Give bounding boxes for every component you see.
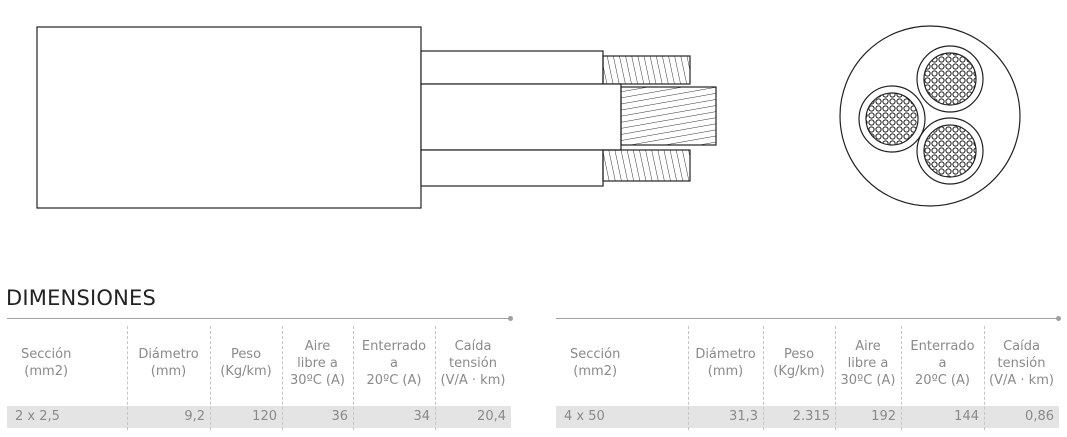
header-line: 30ºC (A) bbox=[840, 372, 896, 388]
column-separator bbox=[763, 326, 764, 430]
cell-diameter: 9,2 bbox=[184, 409, 205, 424]
header-line: Caída bbox=[454, 338, 492, 354]
header-line: (mm) bbox=[707, 364, 744, 379]
header-line: (Kg/km) bbox=[773, 364, 825, 379]
table-rule-dot bbox=[508, 316, 513, 321]
header-line: Sección bbox=[570, 347, 621, 362]
column-separator bbox=[353, 326, 354, 430]
column-separator bbox=[282, 326, 283, 430]
cell-buried: 144 bbox=[954, 409, 979, 424]
header-line: libre a bbox=[297, 355, 338, 371]
column-separator bbox=[984, 326, 985, 430]
table-row: 4 x 50 31,3 2.315 192 144 0,86 bbox=[556, 406, 1059, 428]
header-line: a bbox=[390, 355, 398, 371]
header-line: (V/A · km) bbox=[440, 372, 506, 388]
header-line: (Kg/km) bbox=[220, 364, 272, 379]
header-line: Peso bbox=[783, 347, 815, 362]
header-line: (mm) bbox=[150, 364, 187, 379]
cell-voltage-drop: 0,86 bbox=[1025, 409, 1054, 424]
cell-section: 4 x 50 bbox=[564, 409, 605, 424]
cell-air: 192 bbox=[871, 409, 896, 424]
header-line: Peso bbox=[230, 347, 262, 362]
cell-diameter: 31,3 bbox=[729, 409, 758, 424]
cable-illustration bbox=[36, 25, 1021, 209]
header-line: Enterrado bbox=[361, 338, 427, 354]
column-separator bbox=[901, 326, 902, 430]
header-line: tensión bbox=[449, 355, 497, 371]
column-separator bbox=[688, 326, 689, 430]
section-title: DIMENSIONES bbox=[6, 286, 157, 310]
column-separator bbox=[127, 326, 128, 430]
cell-weight: 120 bbox=[252, 409, 277, 424]
column-separator bbox=[210, 326, 211, 430]
header-line: a bbox=[938, 355, 947, 371]
header-line: Diámetro bbox=[138, 347, 199, 362]
header-line: 20ºC (A) bbox=[366, 372, 422, 388]
column-separator bbox=[835, 326, 836, 430]
header-line: libre a bbox=[847, 355, 889, 371]
cell-section: 2 x 2,5 bbox=[15, 409, 60, 424]
header-diameter: Diámetro (mm) bbox=[688, 324, 763, 402]
header-line: Enterrado bbox=[910, 338, 975, 354]
header-text: Diámetro (mm) bbox=[138, 346, 198, 380]
cable-cross-section-icon bbox=[839, 25, 1021, 207]
table-top-rule bbox=[556, 318, 1059, 319]
header-section: Sección (mm2) bbox=[21, 324, 91, 402]
header-text: Diámetro (mm) bbox=[695, 346, 755, 380]
header-line: tensión bbox=[997, 355, 1046, 371]
table-top-rule bbox=[7, 318, 511, 319]
cell-voltage-drop: 20,4 bbox=[477, 409, 506, 424]
header-text: Peso (Kg/km) bbox=[773, 346, 825, 380]
cable-side-view-icon bbox=[36, 26, 717, 209]
header-text: Sección (mm2) bbox=[570, 346, 620, 380]
header-line: Aire bbox=[855, 338, 881, 354]
table-rule-dot bbox=[1056, 316, 1061, 321]
header-line: Aire bbox=[304, 338, 331, 354]
table-row: 2 x 2,5 9,2 120 36 34 20,4 bbox=[7, 406, 511, 428]
header-line: 30ºC (A) bbox=[290, 372, 345, 388]
header-section: Sección (mm2) bbox=[570, 324, 652, 402]
header-diameter: Diámetro (mm) bbox=[127, 324, 210, 402]
header-text: Peso (Kg/km) bbox=[220, 346, 272, 380]
header-line: 20ºC (A) bbox=[915, 372, 970, 388]
header-weight: Peso (Kg/km) bbox=[763, 324, 835, 402]
header-text: Sección (mm2) bbox=[21, 346, 71, 380]
cell-air: 36 bbox=[331, 409, 348, 424]
header-line: Sección bbox=[21, 347, 72, 362]
header-line: Diámetro bbox=[695, 347, 756, 362]
header-line: (V/A · km) bbox=[989, 372, 1054, 388]
cell-buried: 34 bbox=[413, 409, 430, 424]
header-weight: Peso (Kg/km) bbox=[210, 324, 282, 402]
header-line: (mm2) bbox=[573, 364, 618, 379]
header-line: (mm2) bbox=[24, 364, 69, 379]
header-line: Caída bbox=[1003, 338, 1040, 354]
cell-weight: 2.315 bbox=[792, 409, 830, 424]
column-separator bbox=[435, 326, 436, 430]
